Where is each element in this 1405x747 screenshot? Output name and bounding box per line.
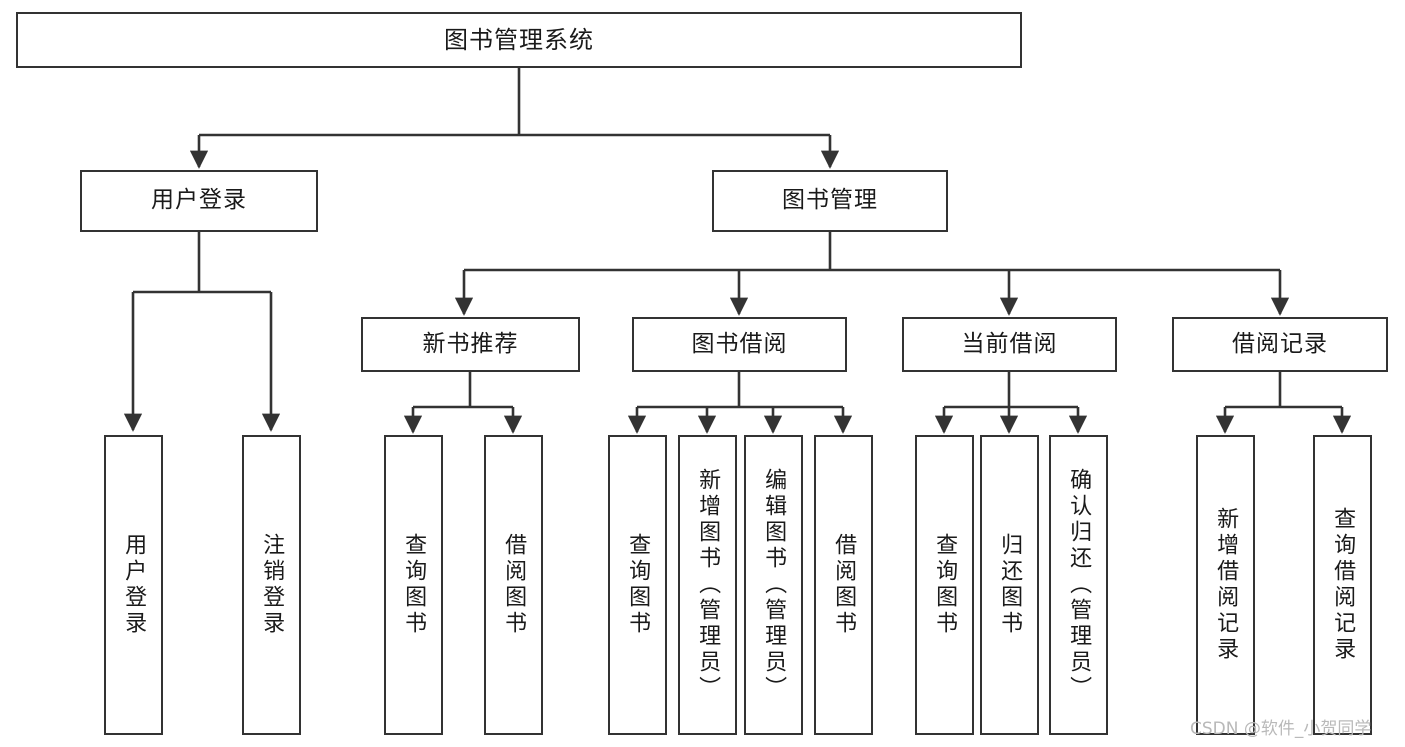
- leaf-user-login-logout[interactable]: 注销登录: [242, 435, 301, 735]
- node-borrow-record[interactable]: 借阅记录: [1172, 317, 1388, 372]
- leaf-current-borrow-return-book[interactable]: 归还图书: [980, 435, 1039, 735]
- leaf-new-book-borrow-book[interactable]: 借阅图书: [484, 435, 543, 735]
- node-user-login[interactable]: 用户登录: [80, 170, 318, 232]
- leaf-label: 用户登录: [121, 533, 147, 637]
- leaf-label: 注销登录: [259, 533, 285, 637]
- leaf-book-borrow-edit-book-admin[interactable]: 编辑图书（管理员）: [744, 435, 803, 735]
- leaf-borrow-record-query-record[interactable]: 查询借阅记录: [1313, 435, 1372, 735]
- leaf-label: 查询图书: [932, 533, 958, 637]
- leaf-user-login-login[interactable]: 用户登录: [104, 435, 163, 735]
- leaf-borrow-record-add-record[interactable]: 新增借阅记录: [1196, 435, 1255, 735]
- leaf-new-book-query-book[interactable]: 查询图书: [384, 435, 443, 735]
- leaf-current-borrow-query-book[interactable]: 查询图书: [915, 435, 974, 735]
- node-book-management[interactable]: 图书管理: [712, 170, 948, 232]
- leaf-label: 查询借阅记录: [1330, 507, 1356, 663]
- node-new-book-recommend[interactable]: 新书推荐: [361, 317, 580, 372]
- node-root-system[interactable]: 图书管理系统: [16, 12, 1022, 68]
- leaf-label: 借阅图书: [501, 533, 527, 637]
- leaf-current-borrow-confirm-return-admin[interactable]: 确认归还（管理员）: [1049, 435, 1108, 735]
- leaf-book-borrow-query-book[interactable]: 查询图书: [608, 435, 667, 735]
- leaf-book-borrow-borrow-book[interactable]: 借阅图书: [814, 435, 873, 735]
- leaf-label: 确认归还（管理员）: [1066, 468, 1092, 702]
- leaf-book-borrow-add-book-admin[interactable]: 新增图书（管理员）: [678, 435, 737, 735]
- leaf-label: 查询图书: [401, 533, 427, 637]
- leaf-label: 新增图书（管理员）: [695, 468, 721, 702]
- node-current-borrow[interactable]: 当前借阅: [902, 317, 1117, 372]
- leaf-label: 查询图书: [625, 533, 651, 637]
- leaf-label: 新增借阅记录: [1213, 507, 1239, 663]
- leaf-label: 编辑图书（管理员）: [761, 468, 787, 702]
- node-book-borrow[interactable]: 图书借阅: [632, 317, 847, 372]
- leaf-label: 借阅图书: [831, 533, 857, 637]
- leaf-label: 归还图书: [997, 533, 1023, 637]
